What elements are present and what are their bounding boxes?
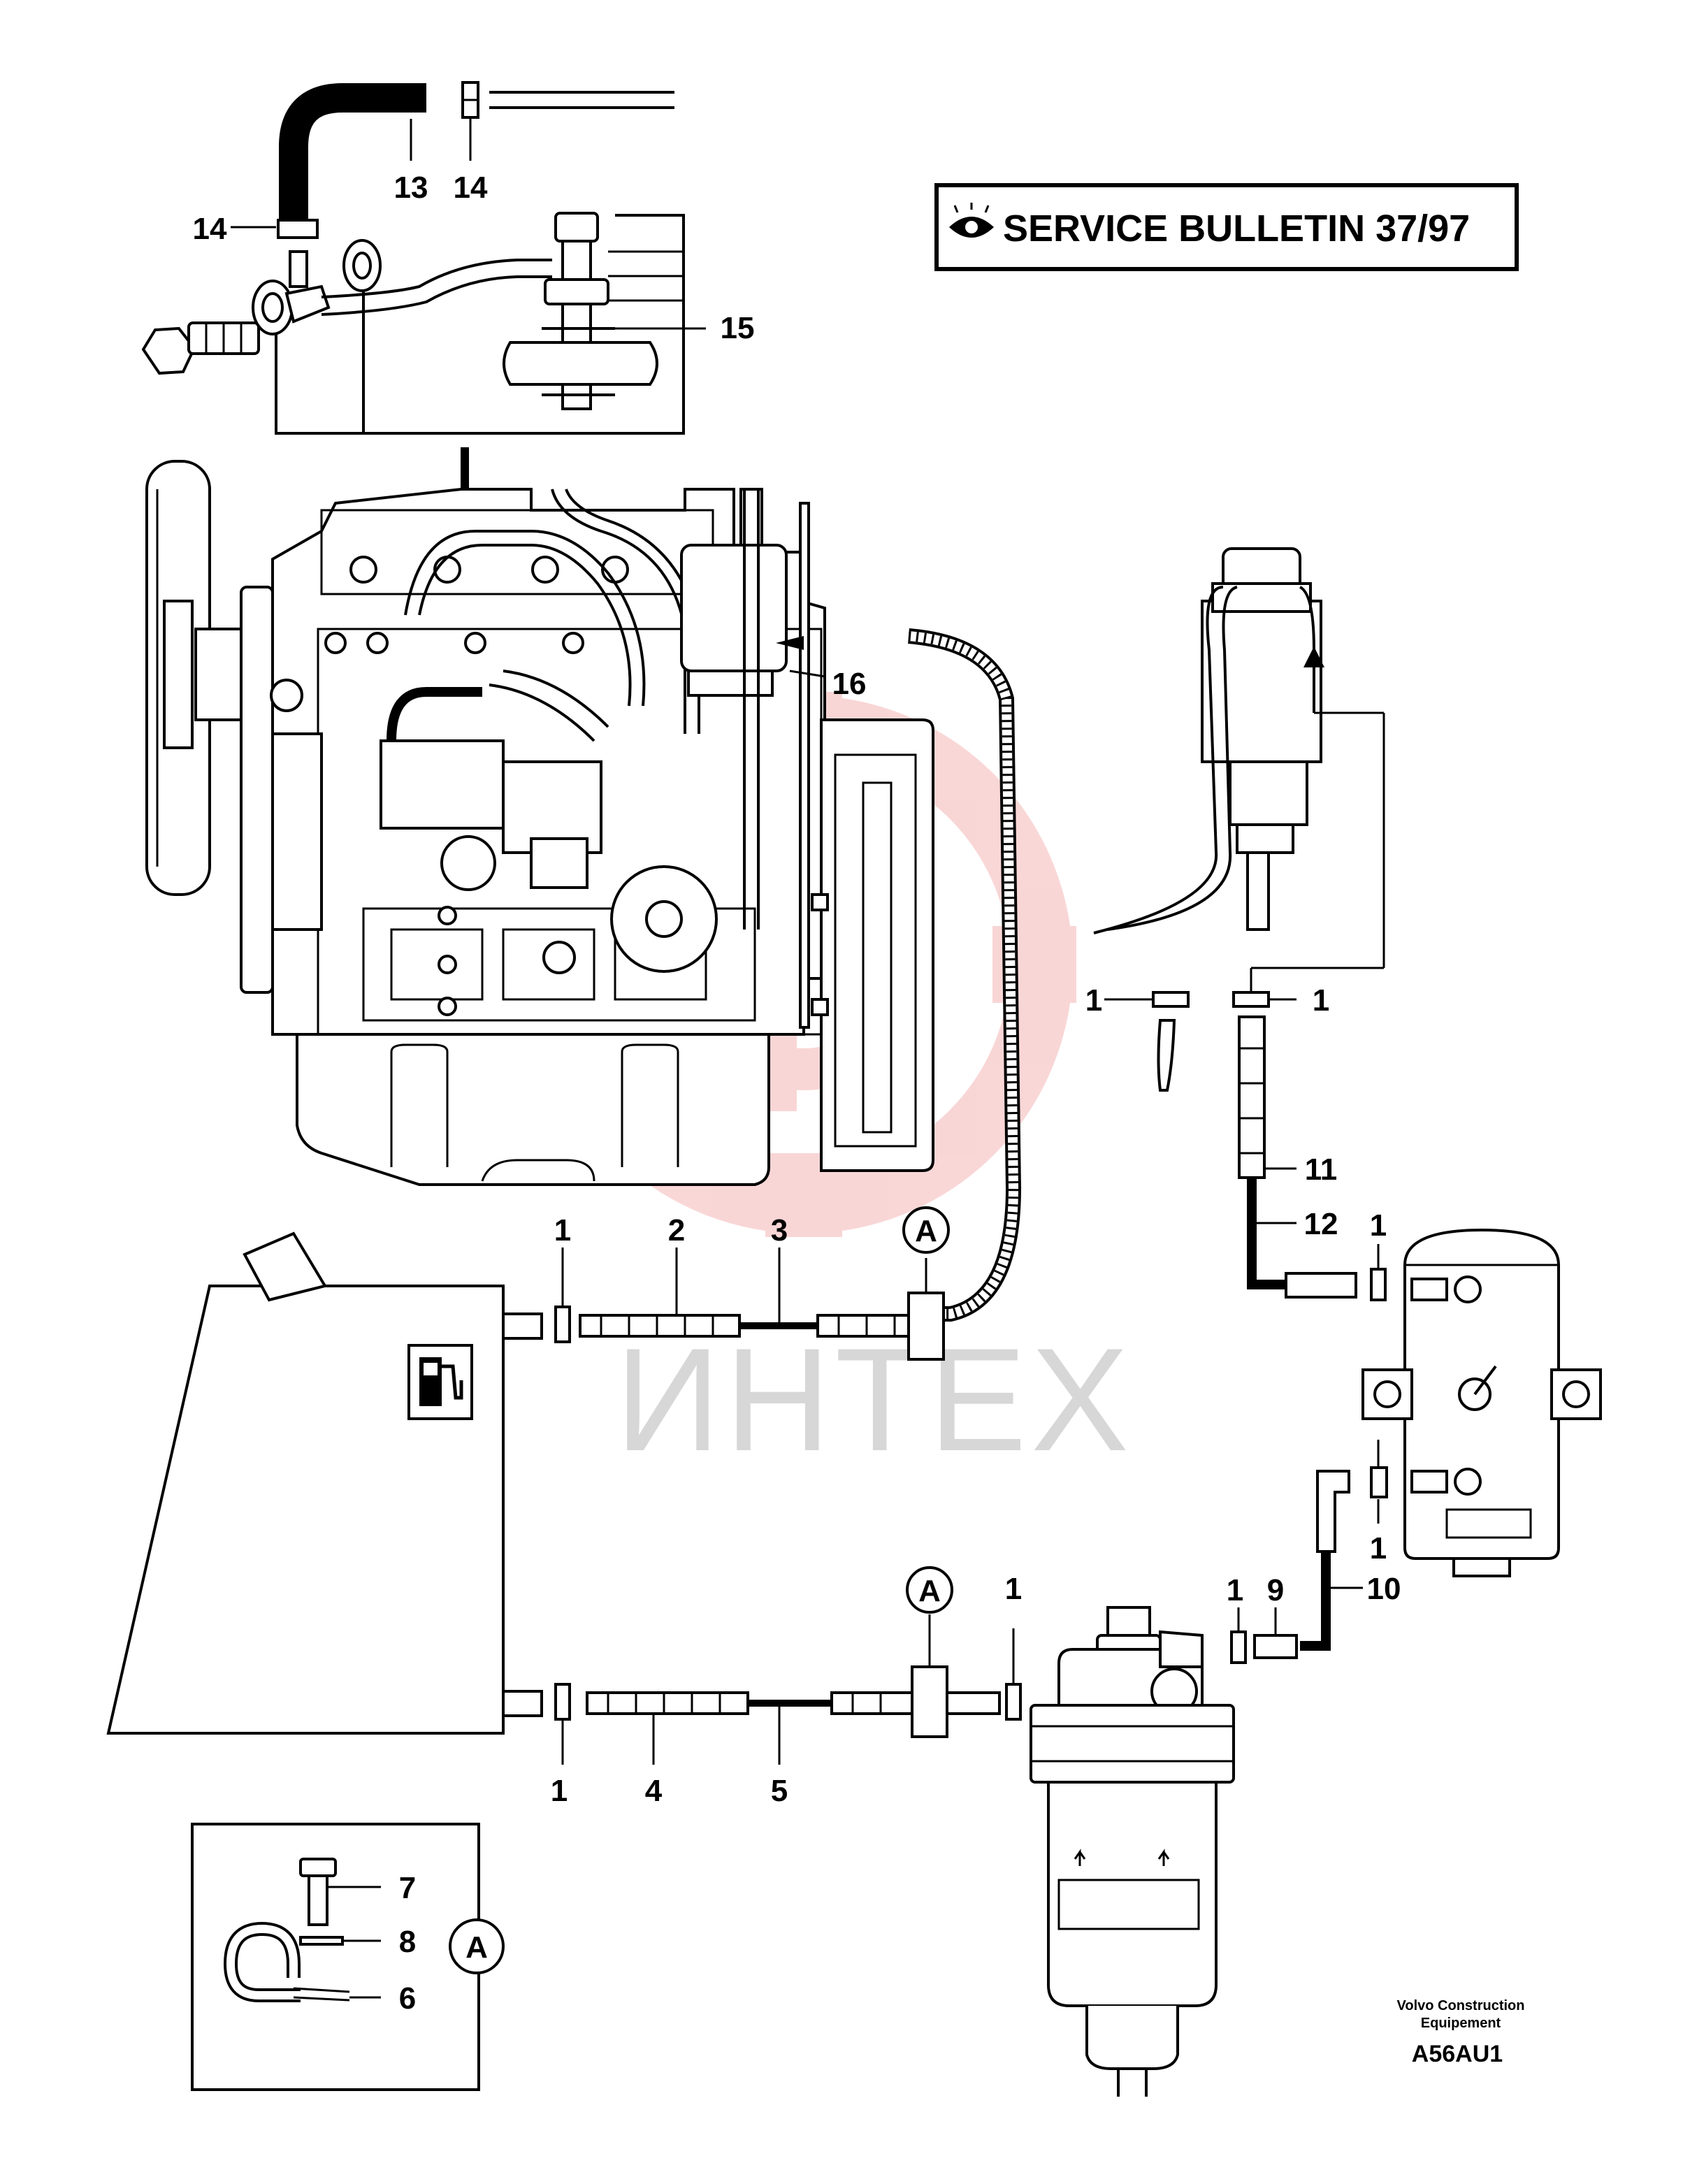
main-fuel-filter bbox=[1030, 1606, 1235, 2097]
callout-7: 7 bbox=[399, 1871, 416, 1905]
return-line-upper bbox=[554, 1292, 945, 1361]
callout-1-line-top: 1 bbox=[554, 1213, 571, 1248]
callout-1-separator-top: 1 bbox=[1370, 1208, 1387, 1243]
callout-4: 4 bbox=[645, 1774, 663, 1808]
callout-1-filter-right: 1 bbox=[1313, 983, 1329, 1018]
callout-2: 2 bbox=[668, 1213, 685, 1248]
callout-10: 10 bbox=[1367, 1572, 1401, 1606]
supply-line-lower bbox=[554, 1665, 1022, 1738]
callout-3: 3 bbox=[771, 1213, 788, 1248]
callout-1-filter-left: 1 bbox=[1085, 983, 1102, 1018]
footer-code: A56AU1 bbox=[1412, 2041, 1503, 2067]
callout-8: 8 bbox=[399, 1925, 416, 1959]
water-separator bbox=[1230, 1228, 1602, 1664]
callout-14-top: 14 bbox=[454, 171, 488, 205]
marker-a-box: A bbox=[449, 1918, 505, 1974]
callout-6: 6 bbox=[399, 1981, 416, 2016]
watermark-text: ИНТЕХ bbox=[615, 1317, 1133, 1482]
engine-assembly bbox=[145, 460, 934, 1186]
callout-16: 16 bbox=[832, 667, 867, 701]
fuel-tank bbox=[106, 1231, 543, 1735]
footer-company-line2: Equipement bbox=[1421, 2016, 1501, 2031]
callout-1-bottom-left: 1 bbox=[551, 1774, 568, 1808]
callout-9: 9 bbox=[1267, 1573, 1284, 1607]
fuel-pre-filter-top bbox=[1093, 547, 1387, 1301]
callout-11: 11 bbox=[1305, 1152, 1338, 1187]
eye-icon bbox=[949, 203, 994, 238]
callout-14-left: 14 bbox=[193, 212, 227, 246]
marker-a-bottom-label: A bbox=[918, 1574, 941, 1608]
callout-12: 12 bbox=[1304, 1207, 1338, 1241]
marker-a-top: A bbox=[902, 1206, 950, 1254]
callout-5: 5 bbox=[771, 1774, 788, 1808]
callout-1-before-filter: 1 bbox=[1005, 1572, 1022, 1606]
callout-13: 13 bbox=[394, 171, 428, 205]
service-bulletin-text: SERVICE BULLETIN 37/97 bbox=[1003, 208, 1470, 250]
fuel-pump-icon bbox=[407, 1344, 473, 1420]
detail-a-box bbox=[191, 1823, 480, 2091]
callout-1-separator-bottom: 1 bbox=[1370, 1531, 1387, 1565]
callout-15: 15 bbox=[721, 311, 755, 345]
marker-a-bottom: A bbox=[906, 1566, 953, 1614]
marker-a-top-label: A bbox=[915, 1214, 937, 1248]
marker-a-box-label: A bbox=[465, 1930, 488, 1965]
service-bulletin-box: SERVICE BULLETIN 37/97 bbox=[934, 183, 1519, 271]
footer-company-line1: Volvo Construction bbox=[1397, 1998, 1525, 2013]
return-hose bbox=[908, 628, 1022, 1322]
callout-1-pre-9: 1 bbox=[1227, 1573, 1243, 1607]
